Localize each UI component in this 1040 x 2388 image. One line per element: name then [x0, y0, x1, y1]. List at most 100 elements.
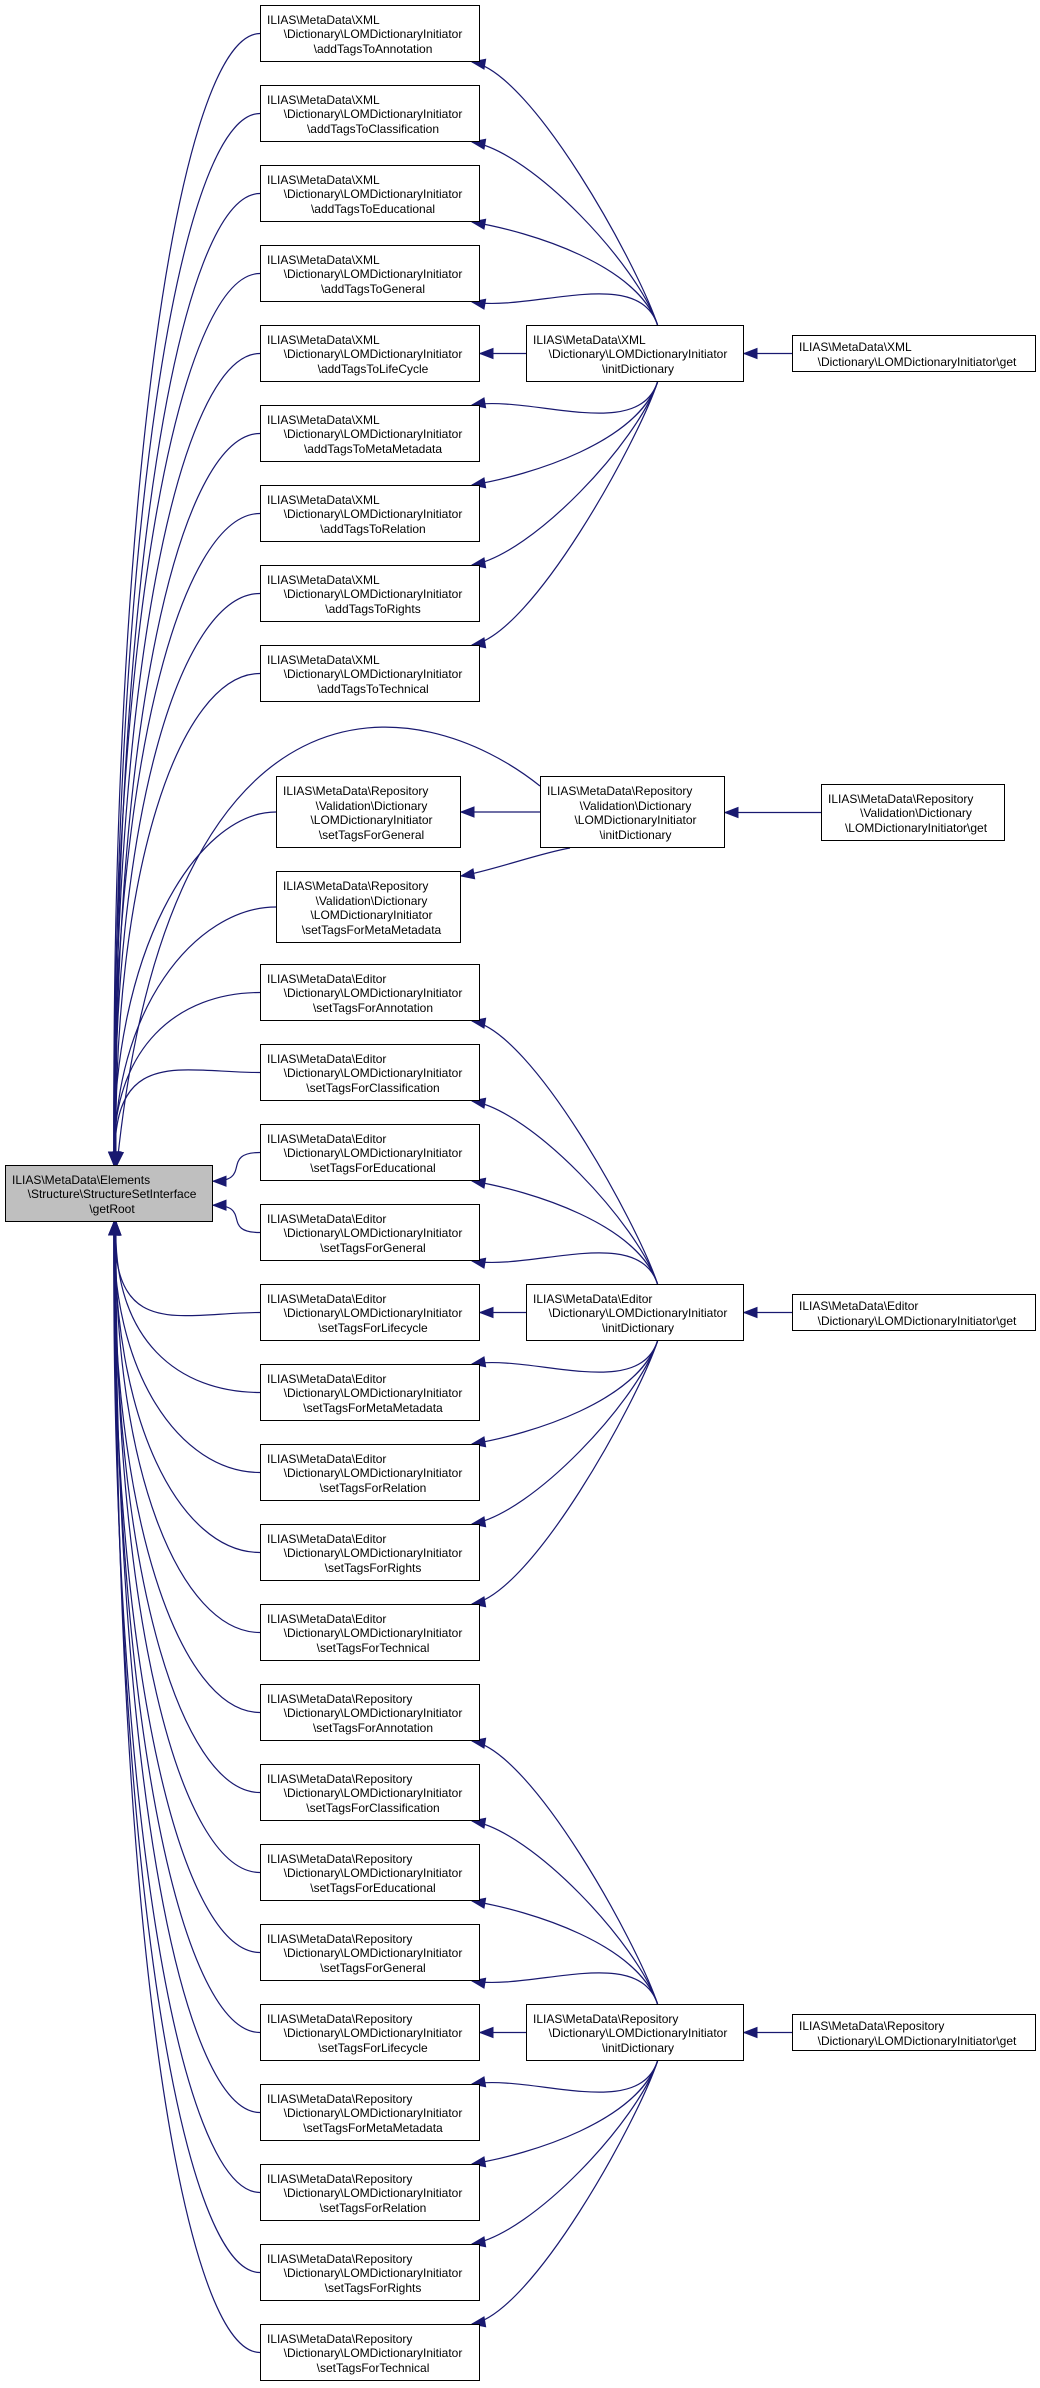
- node-ed-3[interactable]: ILIAS\MetaData\Editor\Dictionary\LOMDict…: [260, 1124, 480, 1181]
- node-label-line: \setTagsForRights: [324, 1560, 422, 1575]
- node-val-get[interactable]: ILIAS\MetaData\Repository\Validation\Dic…: [821, 784, 1005, 841]
- node-label-line: \Dictionary\LOMDictionaryInitiator: [283, 1786, 463, 1801]
- node-label-line: ILIAS\MetaData\XML: [267, 12, 380, 27]
- node-label-line: \Dictionary\LOMDictionaryInitiator: [283, 2106, 463, 2121]
- node-repo-1[interactable]: ILIAS\MetaData\Repository\Dictionary\LOM…: [260, 1684, 480, 1741]
- edge-ed-1-to-root: [113, 991, 261, 1166]
- edge-repo-3-to-root: [115, 1221, 261, 1874]
- node-label-line: \setTagsForGeneral: [320, 1240, 426, 1255]
- node-label-line: ILIAS\MetaData\Repository: [283, 784, 429, 798]
- node-label-line: ILIAS\MetaData\Repository: [533, 2011, 679, 2026]
- node-ed-4[interactable]: ILIAS\MetaData\Editor\Dictionary\LOMDict…: [260, 1204, 480, 1261]
- node-val-1[interactable]: ILIAS\MetaData\Repository\Validation\Dic…: [276, 776, 461, 848]
- node-ed-1[interactable]: ILIAS\MetaData\Editor\Dictionary\LOMDict…: [260, 964, 480, 1021]
- edge-xml-init-to-xml-1: [471, 61, 659, 326]
- node-label-line: ILIAS\MetaData\Elements: [12, 1172, 151, 1187]
- node-val-2[interactable]: ILIAS\MetaData\Repository\Validation\Dic…: [276, 871, 461, 943]
- node-label-line: \Dictionary\LOMDictionaryInitiator: [283, 107, 463, 122]
- node-repo-3[interactable]: ILIAS\MetaData\Repository\Dictionary\LOM…: [260, 1844, 480, 1901]
- node-xml-9[interactable]: ILIAS\MetaData\XML\Dictionary\LOMDiction…: [260, 645, 480, 702]
- node-label-line: \Validation\Dictionary: [860, 806, 972, 821]
- node-xml-3[interactable]: ILIAS\MetaData\XML\Dictionary\LOMDiction…: [260, 165, 480, 222]
- node-label-line: \Dictionary\LOMDictionaryInitiator: [283, 2186, 463, 2201]
- node-label-line: \setTagsForAnnotation: [312, 1720, 434, 1735]
- node-ed-init[interactable]: ILIAS\MetaData\Editor\Dictionary\LOMDict…: [526, 1284, 744, 1341]
- node-ed-9[interactable]: ILIAS\MetaData\Editor\Dictionary\LOMDict…: [260, 1604, 480, 1661]
- node-label-line: \Structure\StructureSetInterface: [27, 1187, 197, 1202]
- node-ed-7[interactable]: ILIAS\MetaData\Editor\Dictionary\LOMDict…: [260, 1444, 480, 1501]
- edge-xml-init-to-xml-6: [471, 381, 659, 414]
- node-repo-9[interactable]: ILIAS\MetaData\Repository\Dictionary\LOM…: [260, 2324, 480, 2381]
- edge-repo-init-to-repo-9: [471, 2060, 659, 2325]
- edge-repo-9-to-root-arrowhead: [110, 1220, 122, 1236]
- node-xml-get[interactable]: ILIAS\MetaData\XML\Dictionary\LOMDiction…: [792, 335, 1036, 372]
- node-val-init[interactable]: ILIAS\MetaData\Repository\Validation\Dic…: [540, 776, 725, 848]
- node-root[interactable]: ILIAS\MetaData\Elements\Structure\Struct…: [5, 1165, 213, 1222]
- edge-val-get-to-val-init-arrowhead: [723, 806, 739, 819]
- node-label-line: \setTagsForEducational: [310, 1160, 436, 1175]
- node-label-line: \setTagsForTechnical: [316, 1640, 430, 1655]
- node-xml-7[interactable]: ILIAS\MetaData\XML\Dictionary\LOMDiction…: [260, 485, 480, 542]
- node-label-line: ILIAS\MetaData\XML: [267, 412, 380, 427]
- node-label-line: \Dictionary\LOMDictionaryInitiator: [283, 27, 463, 42]
- node-label-line: ILIAS\MetaData\Repository: [267, 1691, 413, 1706]
- node-label-line: ILIAS\MetaData\Editor: [267, 1131, 387, 1146]
- node-xml-init[interactable]: ILIAS\MetaData\XML\Dictionary\LOMDiction…: [526, 325, 744, 382]
- node-ed-5[interactable]: ILIAS\MetaData\Editor\Dictionary\LOMDict…: [260, 1284, 480, 1341]
- node-repo-7[interactable]: ILIAS\MetaData\Repository\Dictionary\LOM…: [260, 2164, 480, 2221]
- edge-xml-init-to-xml-9: [471, 381, 659, 646]
- edge-repo-init-to-repo-6: [471, 2060, 659, 2093]
- node-label-line: \addTagsToEducational: [310, 201, 436, 216]
- edge-xml-7-to-root: [113, 512, 261, 1166]
- edge-ed-init-to-ed-4: [471, 1252, 659, 1285]
- node-label-line: \Dictionary\LOMDictionaryInitiator\get: [817, 2033, 1017, 2048]
- edge-xml-4-to-root: [113, 272, 261, 1166]
- edge-ed-3-to-root: [212, 1151, 261, 1182]
- node-ed-2[interactable]: ILIAS\MetaData\Editor\Dictionary\LOMDict…: [260, 1044, 480, 1101]
- edge-val-init-to-root: [116, 726, 541, 1166]
- node-label-line: ILIAS\MetaData\Editor: [267, 1211, 387, 1226]
- node-label-line: \Validation\Dictionary: [315, 798, 428, 813]
- node-xml-2[interactable]: ILIAS\MetaData\XML\Dictionary\LOMDiction…: [260, 85, 480, 142]
- node-repo-5[interactable]: ILIAS\MetaData\Repository\Dictionary\LOM…: [260, 2004, 480, 2061]
- node-label-line: \initDictionary: [599, 827, 672, 842]
- node-label-line: ILIAS\MetaData\Repository: [267, 2171, 413, 2186]
- edge-repo-init-to-repo-3: [471, 1900, 659, 2005]
- node-xml-1[interactable]: ILIAS\MetaData\XML\Dictionary\LOMDiction…: [260, 5, 480, 62]
- edge-ed-init-to-ed-6: [471, 1340, 659, 1373]
- node-repo-4[interactable]: ILIAS\MetaData\Repository\Dictionary\LOM…: [260, 1924, 480, 1981]
- node-xml-8[interactable]: ILIAS\MetaData\XML\Dictionary\LOMDiction…: [260, 565, 480, 622]
- node-label-line: \Dictionary\LOMDictionaryInitiator: [283, 507, 463, 522]
- node-label-line: ILIAS\MetaData\Editor: [799, 1299, 919, 1313]
- node-repo-2[interactable]: ILIAS\MetaData\Repository\Dictionary\LOM…: [260, 1764, 480, 1821]
- node-repo-6[interactable]: ILIAS\MetaData\Repository\Dictionary\LOM…: [260, 2084, 480, 2141]
- node-repo-8[interactable]: ILIAS\MetaData\Repository\Dictionary\LOM…: [260, 2244, 480, 2301]
- node-label-line: \Dictionary\LOMDictionaryInitiator: [283, 427, 463, 442]
- edge-ed-5-to-root: [114, 1221, 261, 1317]
- node-repo-init[interactable]: ILIAS\MetaData\Repository\Dictionary\LOM…: [526, 2004, 744, 2061]
- node-label-line: \addTagsToClassification: [306, 121, 440, 136]
- node-xml-5[interactable]: ILIAS\MetaData\XML\Dictionary\LOMDiction…: [260, 325, 480, 382]
- edge-val-init-to-val-2-arrowhead: [459, 868, 476, 880]
- edge-repo-init-to-repo-5-arrowhead: [478, 2026, 494, 2039]
- node-ed-8[interactable]: ILIAS\MetaData\Editor\Dictionary\LOMDict…: [260, 1524, 480, 1581]
- node-label-line: \Dictionary\LOMDictionaryInitiator\get: [817, 354, 1017, 369]
- edge-xml-get-to-xml-init-arrowhead: [742, 347, 758, 360]
- edge-repo-init-to-repo-7: [471, 2060, 659, 2165]
- node-label-line: \Dictionary\LOMDictionaryInitiator\get: [817, 1313, 1017, 1328]
- node-label-line: ILIAS\MetaData\Repository: [283, 879, 429, 893]
- edge-ed-init-to-ed-8: [471, 1340, 659, 1525]
- node-xml-6[interactable]: ILIAS\MetaData\XML\Dictionary\LOMDiction…: [260, 405, 480, 462]
- node-label-line: \Dictionary\LOMDictionaryInitiator: [283, 667, 463, 682]
- node-label-line: \Dictionary\LOMDictionaryInitiator: [283, 1146, 463, 1161]
- edge-xml-1-to-root: [113, 32, 261, 1166]
- edge-val-init-to-val-2: [460, 847, 571, 877]
- edge-val-2-to-root: [114, 906, 277, 1166]
- node-repo-get[interactable]: ILIAS\MetaData\Repository\Dictionary\LOM…: [792, 2014, 1036, 2051]
- node-ed-6[interactable]: ILIAS\MetaData\Editor\Dictionary\LOMDict…: [260, 1364, 480, 1421]
- node-xml-4[interactable]: ILIAS\MetaData\XML\Dictionary\LOMDiction…: [260, 245, 480, 302]
- edge-ed-3-to-root-arrowhead: [211, 1175, 227, 1187]
- node-ed-get[interactable]: ILIAS\MetaData\Editor\Dictionary\LOMDict…: [792, 1294, 1036, 1331]
- node-label-line: \Dictionary\LOMDictionaryInitiator: [283, 1546, 463, 1561]
